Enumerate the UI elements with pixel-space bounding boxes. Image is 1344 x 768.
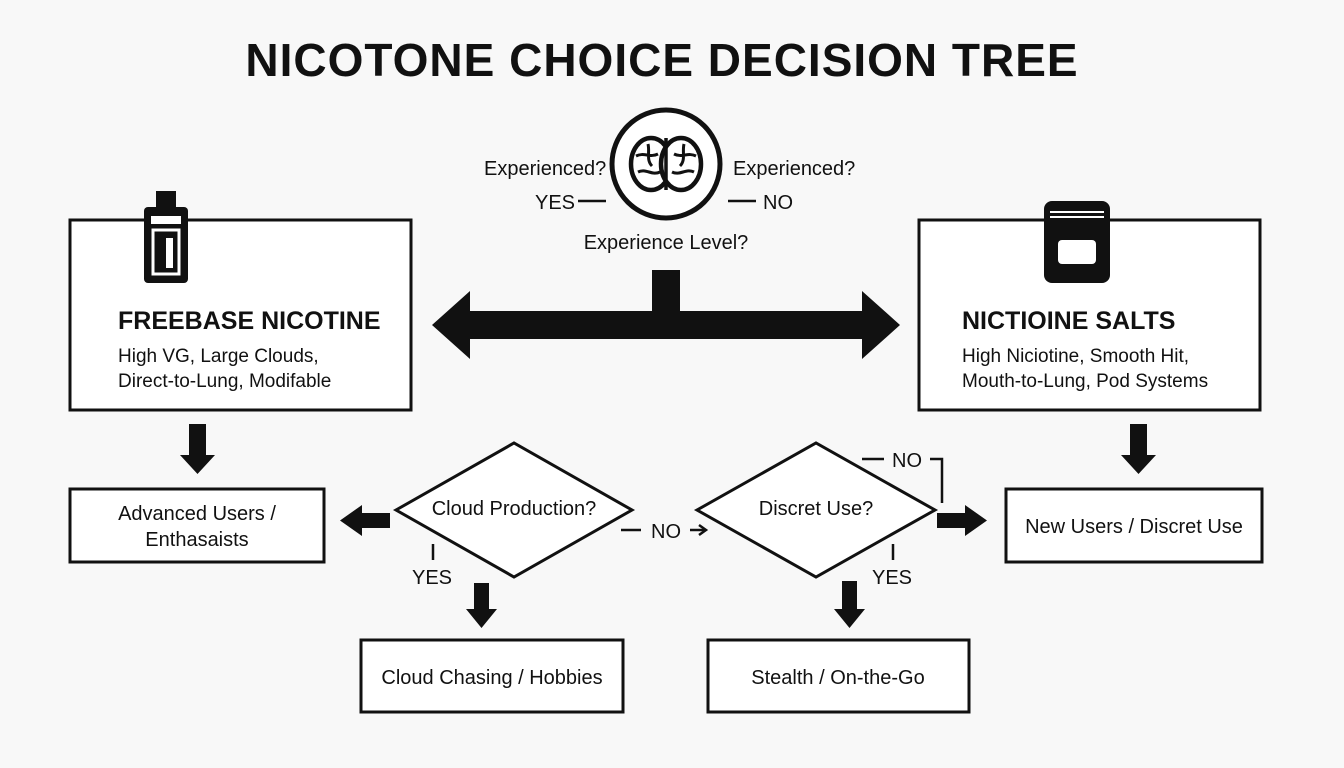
discreet-yes-down-arrow [834,581,865,628]
experience-node [609,107,723,221]
cloud-chasing-box: Cloud Chasing / Hobbies [359,638,625,714]
experience-yes-label: YES [535,192,575,214]
brain-icon [628,135,704,193]
cloud-yes-down-arrow [466,583,497,628]
vape-bottle-icon [144,191,188,283]
experience-level-caption: Experience Level? [584,232,749,254]
freebase-down-arrow [180,424,215,474]
cloud-to-advanced-arrow [340,505,390,536]
discreet-use-decision: Discret Use? [693,441,939,579]
main-split-arrow [432,270,900,359]
freebase-desc-line2: Direct-to-Lung, Modifable [118,371,331,392]
stealth-box: Stealth / On-the-Go [706,638,971,714]
advanced-users-line1: Advanced Users / [118,503,276,525]
stealth-label: Stealth / On-the-Go [751,667,924,689]
salts-down-arrow [1121,424,1156,474]
advanced-users-line2: Enthasaists [145,529,248,551]
nicotine-salts-box: NICTIOINE SALTS High Niciotine, Smooth H… [917,201,1262,412]
freebase-heading: FREEBASE NICOTINE [118,307,381,335]
advanced-users-box: Advanced Users / Enthasaists [68,487,326,564]
experienced-question-right: Experienced? [733,158,855,180]
discreet-no-label: NO [892,450,922,472]
cloud-production-decision: Cloud Production? [392,441,636,579]
discreet-to-new-users-arrow [937,505,987,536]
experienced-question-left: Experienced? [484,158,606,180]
salts-heading: NICTIOINE SALTS [962,307,1175,335]
new-users-label: New Users / Discret Use [1025,516,1243,538]
cloud-no-label: NO [651,521,681,543]
cloud-chasing-label: Cloud Chasing / Hobbies [381,667,602,689]
experience-no-label: NO [763,192,793,214]
pouch-icon [1044,201,1110,283]
page-title: NICOTONE CHOICE DECISION TREE [245,34,1078,86]
cloud-yes-label: YES [412,567,452,589]
freebase-desc-line1: High VG, Large Clouds, [118,346,319,367]
salts-desc-line2: Mouth-to-Lung, Pod Systems [962,371,1208,392]
discreet-use-question: Discret Use? [759,498,873,520]
cloud-production-question: Cloud Production? [432,498,597,520]
new-users-box: New Users / Discret Use [1004,487,1264,564]
discreet-yes-label: YES [872,567,912,589]
freebase-nicotine-box: FREEBASE NICOTINE High VG, Large Clouds,… [68,191,413,412]
salts-desc-line1: High Niciotine, Smooth Hit, [962,346,1189,367]
